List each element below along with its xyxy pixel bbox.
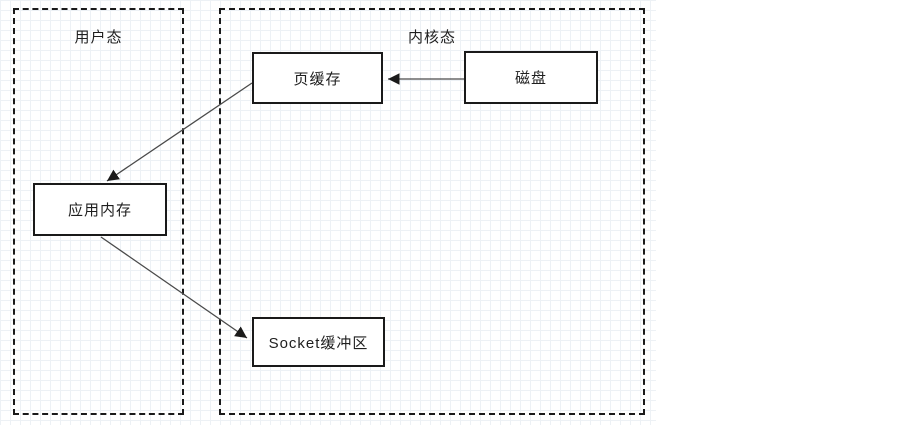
region-kernel-space-label: 内核态	[407, 29, 456, 46]
region-kernel-space: 内核态	[219, 8, 645, 415]
node-socket-buffer: Socket缓冲区	[252, 317, 385, 367]
node-app-memory: 应用内存	[33, 183, 167, 236]
node-disk: 磁盘	[464, 51, 598, 104]
region-user-space-label: 用户态	[74, 29, 123, 46]
region-user-space: 用户态	[13, 8, 184, 415]
node-page-cache: 页缓存	[252, 52, 383, 104]
